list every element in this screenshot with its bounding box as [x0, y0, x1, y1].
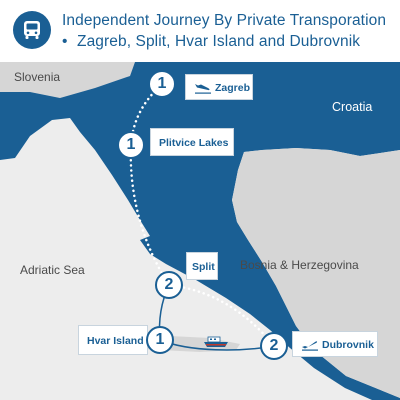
croatia-region	[0, 62, 400, 400]
region-label-slovenia: Slovenia	[14, 70, 61, 84]
bullet-icon: •	[62, 33, 68, 50]
airplane-takeoff-icon	[302, 341, 318, 351]
stop-marker-split[interactable]: 2	[155, 271, 183, 299]
place-label-split[interactable]: Split	[186, 252, 218, 280]
header: Independent Journey By Private Transpora…	[0, 0, 400, 62]
ferry-icon	[204, 336, 228, 347]
place-name: Dubrovnik	[322, 339, 374, 351]
slovenia-region	[0, 62, 135, 98]
place-name: Hvar Island	[87, 335, 144, 347]
place-label-hvar-island[interactable]: Hvar Island	[78, 325, 148, 355]
place-label-plitvice-lakes[interactable]: Plitvice Lakes	[150, 128, 234, 156]
route-split-dubrovnik	[167, 283, 276, 348]
region-label-bosnia: Bosnia & Herzegovina	[240, 258, 359, 272]
place-name: Zagreb	[215, 82, 251, 94]
place-label-zagreb[interactable]: Zagreb	[185, 74, 253, 100]
stop-marker-dubrovnik[interactable]: 2	[260, 332, 288, 360]
page-subtitle: • Zagreb, Split, Hvar Island and Dubrovni…	[62, 33, 360, 51]
page-title: Independent Journey By Private Transpora…	[62, 12, 387, 29]
region-label-croatia: Croatia	[332, 100, 373, 114]
place-name: Split	[192, 261, 215, 273]
region-label-adriatic-sea: Adriatic Sea	[20, 263, 85, 277]
stop-marker-hvar-island[interactable]: 1	[146, 326, 174, 354]
subtitle-text: Zagreb, Split, Hvar Island and Dubrovnik	[77, 33, 361, 50]
place-name: Plitvice Lakes	[159, 137, 229, 149]
stop-marker-zagreb[interactable]: 1	[148, 70, 176, 98]
place-label-dubrovnik[interactable]: Dubrovnik	[292, 331, 378, 357]
route-plitvice-split	[129, 143, 171, 287]
bus-icon	[13, 11, 51, 49]
airplane-landing-icon	[195, 84, 211, 94]
stop-marker-plitvice-lakes[interactable]: 1	[117, 131, 145, 159]
